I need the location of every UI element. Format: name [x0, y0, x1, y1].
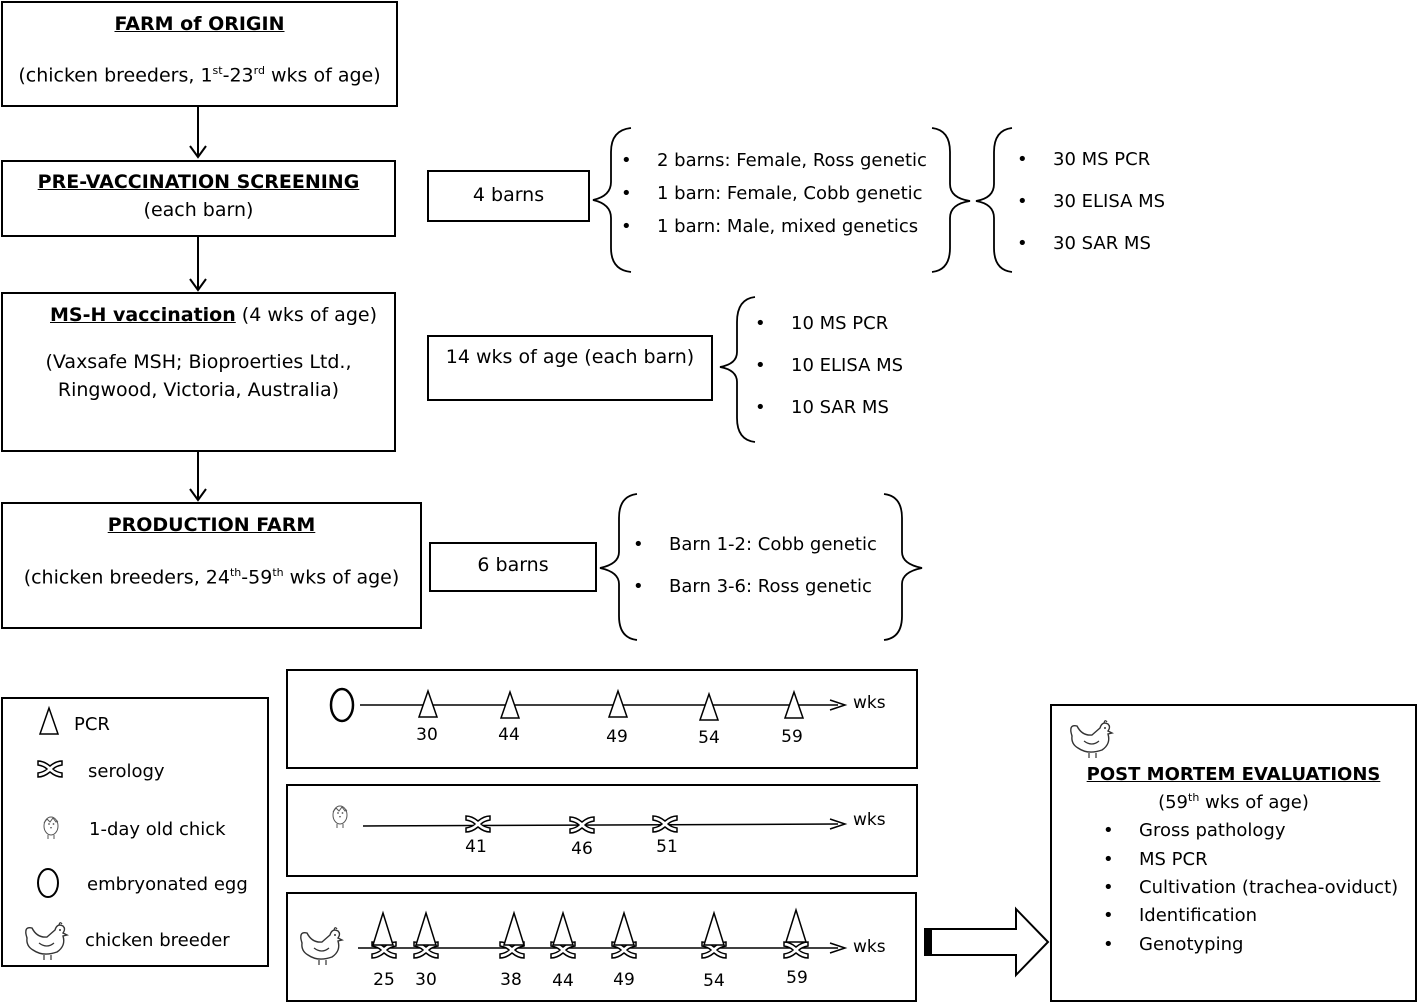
screening-mid-brace [931, 127, 971, 273]
screening-box [1, 160, 396, 237]
production-barn-item: Barn 3-6: Ross genetic [633, 578, 872, 597]
egg-week-label: 30 [416, 725, 438, 745]
egg-week-label: 44 [498, 725, 520, 745]
breeder-week-label: 54 [703, 971, 725, 991]
chick-week-label: 51 [656, 837, 678, 857]
pcr-serology-marker [550, 912, 576, 959]
chick-timeline-axis [362, 823, 839, 827]
pcr-serology-marker [499, 912, 525, 959]
farm-origin-title: FARM of ORIGIN [114, 13, 285, 35]
breeder-week-label: 44 [552, 971, 574, 991]
post-mortem-item: Gross pathology [1103, 822, 1286, 841]
screening-subtitle: (each barn) [143, 199, 254, 221]
chick-week-label: 46 [571, 839, 593, 859]
vaccination-line1: (Vaxsafe MSH; Bioproerties Ltd., [45, 351, 352, 373]
post-mortem-arrow [924, 906, 1050, 978]
chick-week-label: 41 [465, 837, 487, 857]
breeder-week-label: 38 [500, 970, 522, 990]
hen-icon [300, 927, 343, 966]
breeder-timeline-unit: wks [853, 937, 886, 957]
legend-pcr-label: PCR [74, 714, 110, 735]
screening-right-brace [975, 127, 1013, 273]
pcr-serology-marker [371, 912, 397, 959]
chick-icon [332, 805, 348, 829]
legend-breeder-label: chicken breeder [85, 930, 230, 951]
egg-week-label: 59 [781, 727, 803, 747]
production-barns-label: 6 barns [477, 554, 549, 576]
production-title: PRODUCTION FARM [107, 514, 316, 536]
legend-egg-label: embryonated egg [87, 874, 248, 895]
pcr-serology-marker [701, 912, 727, 959]
screening-test-item: 30 SAR MS [1017, 235, 1151, 254]
serology-marker [465, 815, 491, 833]
legend-serology-label: serology [88, 761, 165, 782]
post-mortem-item: Identification [1103, 907, 1257, 926]
screening-barn-item: 1 barn: Male, mixed genetics [621, 218, 918, 237]
egg-icon [329, 687, 355, 723]
vaccination-age-label: 14 wks of age (each barn) [445, 346, 695, 368]
triangle-icon [39, 707, 59, 735]
screening-test-item: 30 MS PCR [1017, 151, 1150, 170]
post-mortem-item: MS PCR [1103, 851, 1207, 870]
farm-origin-detail: (chicken breeders, 1st-23rd wks of age) [18, 64, 381, 87]
breeder-week-label: 25 [373, 970, 395, 990]
post-mortem-age: (59th wks of age) [1158, 791, 1309, 813]
breeder-week-label: 30 [415, 970, 437, 990]
screening-barns-label: 4 barns [472, 184, 545, 206]
vaccination-box [1, 292, 396, 452]
production-barn-item: Barn 1-2: Cobb genetic [633, 536, 877, 555]
chick-timeline-box [286, 784, 918, 877]
egg-week-label: 54 [698, 728, 720, 748]
post-mortem-item: Cultivation (trachea-oviduct) [1103, 879, 1398, 898]
egg-timeline-unit: wks [853, 693, 886, 713]
screening-title: PRE-VACCINATION SCREENING [37, 171, 360, 193]
vaccination-test-item: 10 MS PCR [755, 315, 888, 334]
screening-barn-item: 1 barn: Female, Cobb genetic [621, 185, 922, 204]
production-barns-box [429, 542, 597, 592]
pcr-serology-marker [413, 912, 439, 959]
cross-icon [37, 760, 63, 778]
vaccination-line2: Ringwood, Victoria, Australia) [57, 379, 340, 401]
screening-left-brace [592, 127, 632, 273]
chick-icon [43, 816, 59, 840]
pcr-serology-marker [611, 912, 637, 959]
screening-barns-box [427, 170, 590, 222]
vaccination-test-item: 10 SAR MS [755, 399, 889, 418]
egg-week-label: 49 [606, 727, 628, 747]
production-left-brace [599, 493, 638, 641]
arrowhead-icon [829, 818, 848, 830]
arrowhead-icon [829, 699, 848, 711]
pcr-marker [699, 693, 719, 721]
vaccination-brace [719, 296, 756, 443]
breeder-week-label: 49 [613, 970, 635, 990]
pcr-serology-marker [783, 909, 809, 959]
screening-barn-item: 2 barns: Female, Ross genetic [621, 152, 927, 171]
flow-arrow [189, 107, 207, 502]
screening-test-item: 30 ELISA MS [1017, 193, 1165, 212]
hen-icon [25, 922, 68, 961]
egg-timeline-box [286, 669, 918, 769]
post-mortem-title: POST MORTEM EVALUATIONS [1086, 764, 1381, 785]
chick-timeline-unit: wks [853, 810, 886, 830]
breeder-week-label: 59 [786, 968, 808, 988]
vaccination-title: MS-H vaccination (4 wks of age) [50, 304, 377, 326]
vaccination-test-item: 10 ELISA MS [755, 357, 903, 376]
legend-chick-label: 1-day old chick [89, 819, 226, 840]
pcr-marker [418, 690, 438, 718]
production-right-brace [883, 493, 923, 641]
vaccination-age-box [427, 335, 713, 401]
production-box [1, 502, 422, 629]
farm-origin-box [1, 1, 398, 107]
post-mortem-item: Genotyping [1103, 936, 1244, 955]
egg-icon [37, 868, 59, 898]
arrowhead-icon [829, 942, 848, 954]
post-mortem-arrow-tail [925, 930, 932, 955]
pcr-marker [608, 690, 628, 718]
production-detail: (chicken breeders, 24th-59th wks of age) [23, 566, 400, 589]
hen-icon [1070, 720, 1113, 759]
